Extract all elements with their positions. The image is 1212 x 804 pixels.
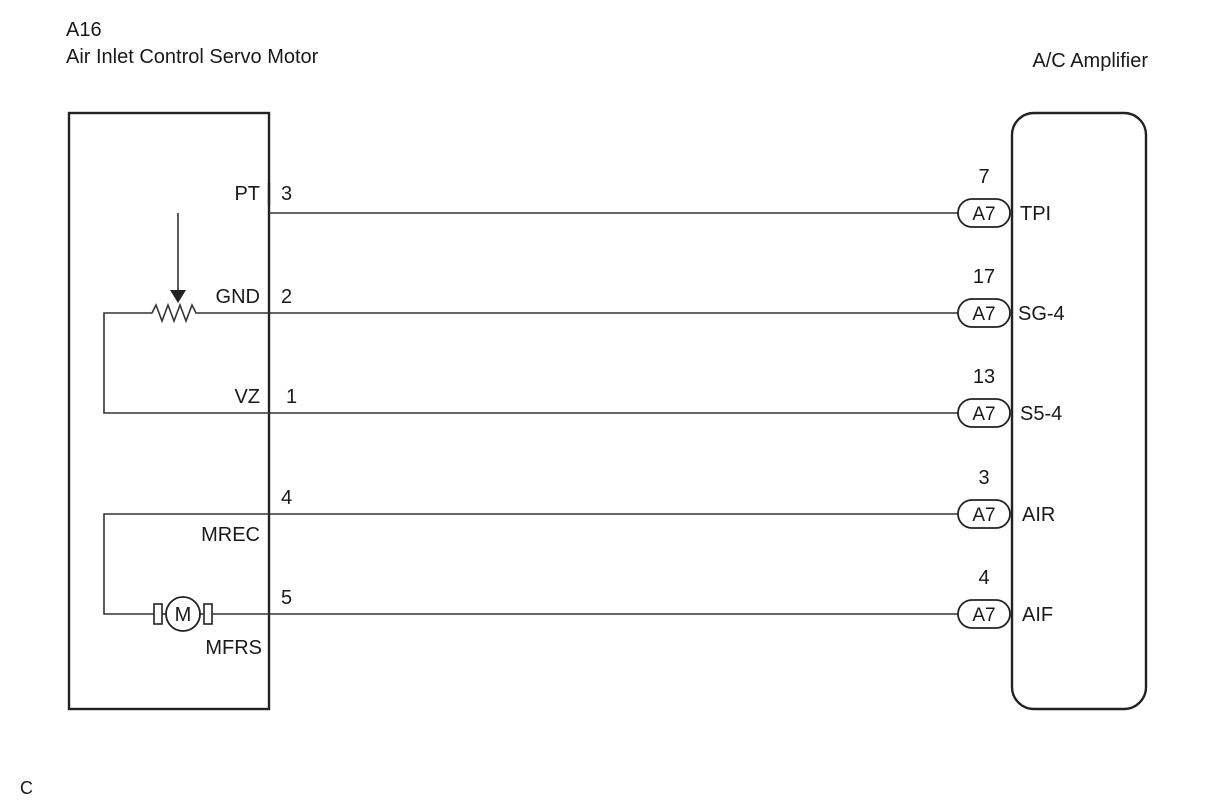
motor-symbol: M: [103, 513, 269, 632]
connector-label: A7: [972, 605, 995, 626]
right-pin-3: 3: [978, 467, 989, 489]
signal-tpi: TPI: [1020, 203, 1051, 225]
connector-row-3: A7: [957, 398, 1011, 428]
signal-sg4: SG-4: [1018, 303, 1065, 325]
motor-label: M: [175, 604, 192, 626]
signal-s54: S5-4: [1020, 403, 1062, 425]
potentiometer-symbol: [103, 213, 269, 414]
signal-vz: VZ: [234, 386, 260, 408]
left-pin-3: 3: [281, 183, 292, 205]
connector-row-2: A7: [957, 298, 1011, 328]
right-pin-17: 17: [973, 266, 995, 288]
servo-motor-box: [67, 111, 271, 711]
left-pin-5: 5: [281, 587, 292, 609]
connector-label: A7: [972, 404, 995, 425]
signal-mfrs: MFRS: [205, 637, 262, 659]
right-pin-4: 4: [978, 567, 989, 589]
amplifier-box: [1010, 111, 1148, 711]
signal-gnd: GND: [216, 286, 260, 308]
right-pin-13: 13: [973, 366, 995, 388]
connector-label: A7: [972, 204, 995, 225]
connector-label: A7: [972, 505, 995, 526]
left-pin-2: 2: [281, 286, 292, 308]
signal-aif: AIF: [1022, 604, 1053, 626]
connector-label: A7: [972, 304, 995, 325]
connector-row-1: A7: [957, 198, 1011, 228]
signal-mrec: MREC: [201, 524, 260, 546]
left-component-code: A16: [66, 19, 102, 41]
right-component-name: A/C Amplifier: [1032, 50, 1148, 72]
corner-label: C: [20, 778, 33, 798]
left-pin-1: 1: [286, 386, 297, 408]
right-pin-7: 7: [978, 166, 989, 188]
left-component-name: Air Inlet Control Servo Motor: [66, 46, 319, 68]
signal-air: AIR: [1022, 504, 1055, 526]
signal-pt: PT: [234, 183, 260, 205]
connector-row-5: A7: [957, 599, 1011, 629]
left-pin-4: 4: [281, 487, 292, 509]
connector-row-4: A7: [957, 499, 1011, 529]
